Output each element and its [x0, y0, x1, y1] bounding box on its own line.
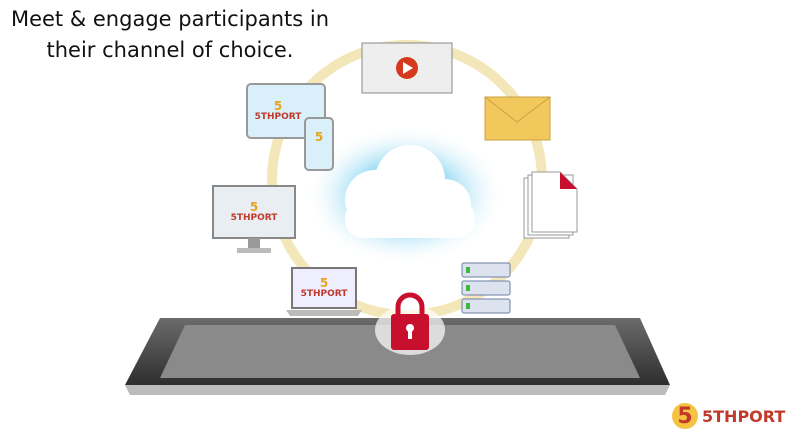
headline: Meet & engage participants in their chan… [0, 4, 340, 66]
brand-mark: 5 [672, 403, 698, 429]
envelope-icon [484, 96, 551, 141]
video-icon [361, 42, 453, 94]
document-icon [523, 171, 578, 239]
brand-logo: 5 5THPORT [672, 403, 785, 429]
logo-text: 5THPORT [254, 112, 302, 122]
phone-screen-logo: 5 [307, 122, 331, 152]
headline-line-1: Meet & engage participants in [10, 7, 330, 31]
logo-mark: 5 [314, 130, 324, 144]
logo-text: 5THPORT [230, 213, 278, 223]
logo-mark: 5 [273, 99, 283, 113]
logo-mark: 5 [319, 276, 329, 290]
brand-name: 5THPORT [702, 406, 786, 426]
monitor-icon [212, 185, 296, 253]
server-icon [461, 262, 511, 314]
headline-line-2: their channel of choice. [46, 38, 294, 62]
phone-icon [304, 117, 334, 171]
cloud-icon [345, 145, 475, 238]
lock-icon [375, 292, 445, 355]
laptop-icon [286, 267, 362, 316]
logo-mark: 5 [249, 200, 259, 214]
logo-text: 5THPORT [300, 289, 348, 299]
